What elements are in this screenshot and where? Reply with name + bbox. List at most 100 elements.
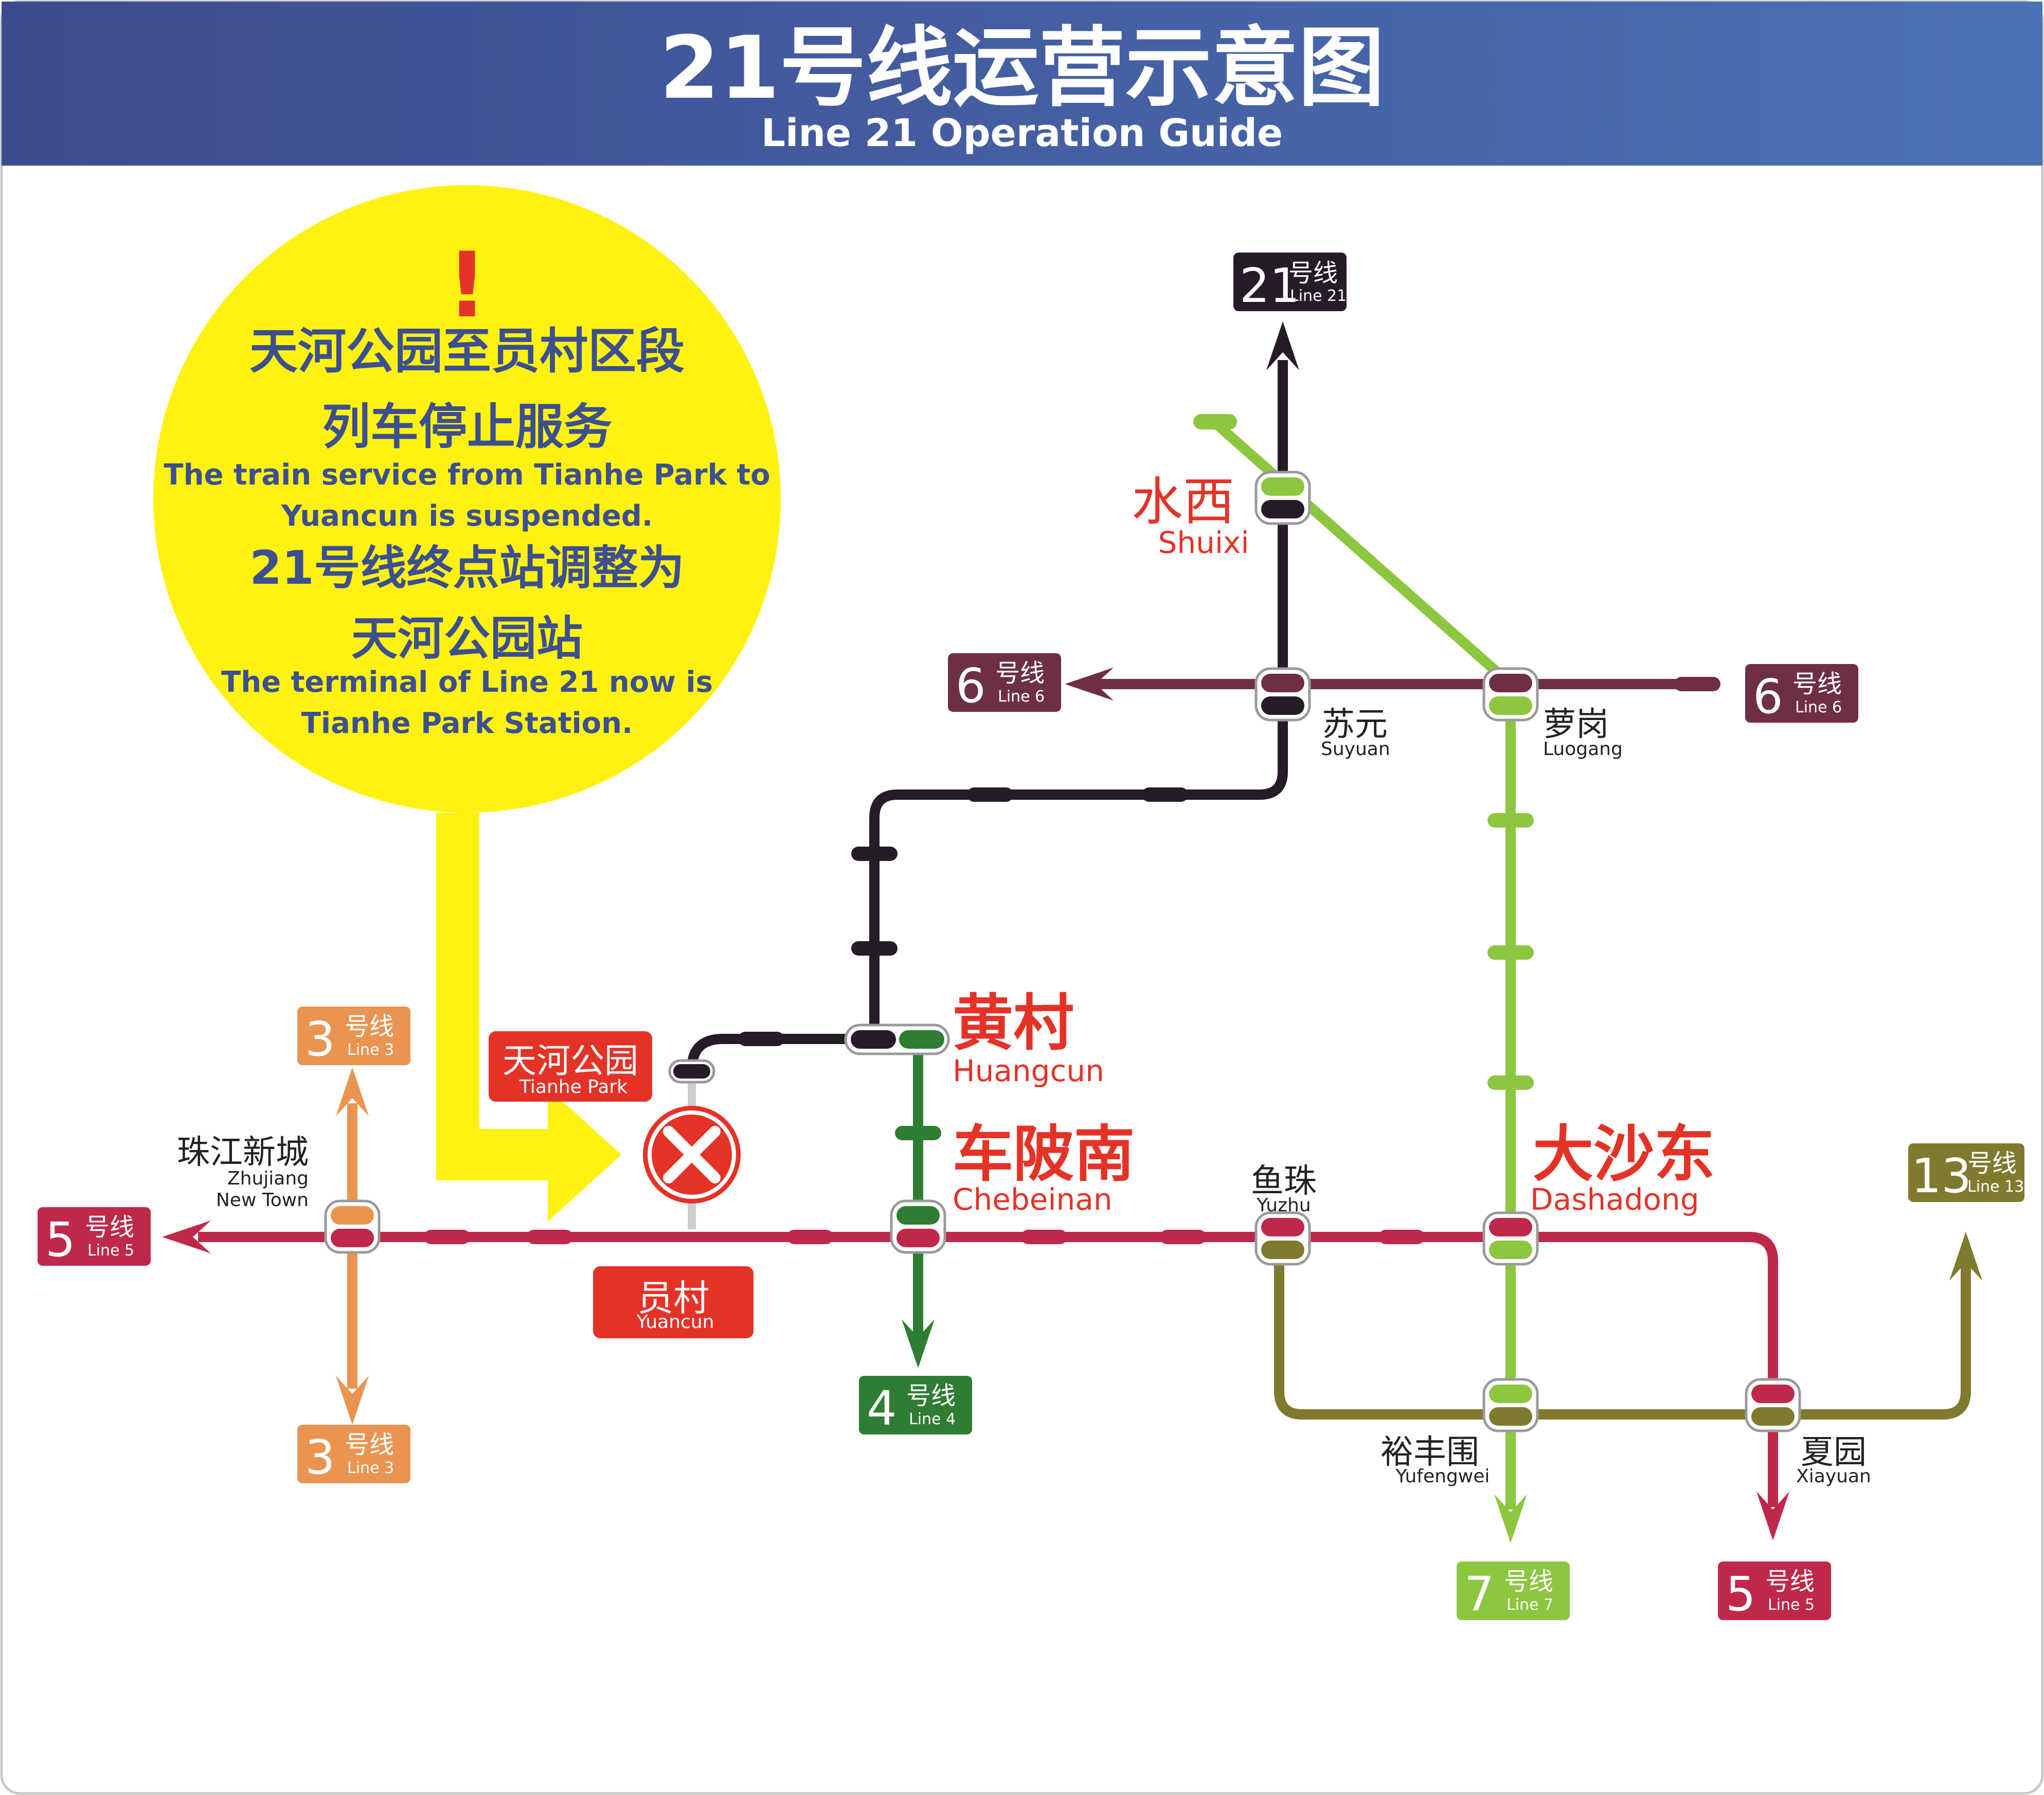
zhujiang-marker[interactable] (324, 1199, 381, 1254)
yufengwei-label-en: Yufengwei (1395, 1466, 1490, 1487)
xiayuan-label-zh: 夏园 (1801, 1433, 1867, 1471)
notice-en-line3: The terminal of Line 21 now is (221, 666, 713, 699)
notice-arrow (436, 813, 621, 1222)
line4-arrow (902, 1319, 935, 1368)
line7-arrow (1494, 1494, 1527, 1543)
line5-south-arrow (1756, 1492, 1789, 1540)
chebeinan-label-zh: 车陂南 (953, 1119, 1135, 1190)
line5-west-badge[interactable]: 5 号线 Line 5 (38, 1207, 151, 1267)
line3-north-badge[interactable]: 3 号线 Line 3 (297, 1007, 410, 1067)
line21-badge-num: 21 (1240, 258, 1300, 313)
line3-south-badge-en: Line 3 (347, 1459, 394, 1477)
notice-zh-line2: 列车停止服务 (322, 399, 612, 455)
notice-en-line4: Tianhe Park Station. (301, 707, 633, 740)
shuixi-label-zh: 水西 (1132, 472, 1234, 532)
xiayuan-label-en: Xiayuan (1796, 1466, 1871, 1487)
line4-badge-num: 4 (867, 1381, 897, 1436)
line7-badge-num: 7 (1464, 1567, 1495, 1622)
exclamation-icon: ! (446, 234, 488, 338)
line3-north-arrow (336, 1067, 369, 1116)
line3-north-badge-zh: 号线 (345, 1012, 394, 1041)
yuzhu-label-en: Yuzhu (1256, 1195, 1311, 1216)
dashadong-marker[interactable] (1482, 1211, 1539, 1266)
line3-south-badge[interactable]: 3 号线 Line 3 (297, 1425, 410, 1485)
line7-badge-zh: 号线 (1504, 1567, 1553, 1596)
line6-west-badge-en: Line 6 (998, 688, 1045, 706)
page-title: 21号线运营示意图 (659, 17, 1385, 118)
notice-zh-line1: 天河公园至员村区段 (249, 324, 685, 380)
line6-west-badge-zh: 号线 (995, 659, 1045, 688)
suspension-notice: ! 天河公园至员村区段 列车停止服务 The train service fro… (153, 185, 781, 1222)
line6-west-arrow (1065, 668, 1114, 701)
line6-east-badge-zh: 号线 (1792, 670, 1842, 698)
line3-south-badge-zh: 号线 (345, 1430, 394, 1459)
huangcun-label-en: Huangcun (953, 1053, 1104, 1088)
line7-badge-en: Line 7 (1507, 1596, 1553, 1614)
xiayuan-marker[interactable] (1745, 1378, 1801, 1432)
line5-south-badge[interactable]: 5 号线 Line 5 (1718, 1561, 1831, 1622)
line5-south-badge-zh: 号线 (1765, 1567, 1815, 1596)
line6-east-badge-num: 6 (1753, 669, 1783, 724)
close-circle-icon (643, 1106, 741, 1204)
luogang-label-en: Luogang (1543, 739, 1623, 760)
tianhe-park-tag: 天河公园 Tianhe Park (489, 1031, 652, 1102)
huangcun-label-zh: 黄村 (953, 988, 1074, 1058)
yuancun-label-en: Yuancun (636, 1312, 714, 1333)
suyuan-marker[interactable] (1254, 667, 1311, 722)
line13-badge-en: Line 13 (1967, 1178, 2024, 1196)
tianhe-park-marker[interactable] (668, 1059, 715, 1084)
header-bar (2, 2, 2042, 166)
station-markers (324, 471, 1801, 1432)
line21-badge[interactable]: 21 号线 Line 21 (1233, 253, 1347, 313)
yuancun-tag: 员村 Yuancun (593, 1266, 754, 1338)
shuixi-marker[interactable] (1254, 471, 1311, 525)
line6-east-badge[interactable]: 6 号线 Line 6 (1745, 664, 1858, 724)
notice-en-line1: The train service from Tianhe Park to (164, 458, 770, 492)
header: 21号线运营示意图 Line 21 Operation Guide (2, 2, 2042, 166)
line6-west-badge-num: 6 (956, 658, 986, 713)
zhujiang-label-en2: New Town (216, 1190, 309, 1211)
line21-badge-en: Line 21 (1290, 287, 1347, 305)
yuzhu-label-zh: 鱼珠 (1251, 1162, 1317, 1200)
luogang-marker[interactable] (1482, 667, 1539, 722)
tianhe-park-label-zh: 天河公园 (503, 1041, 638, 1081)
line5-west-arrow (162, 1220, 211, 1253)
line13-arrow (1949, 1232, 1982, 1281)
suyuan-label-en: Suyuan (1321, 739, 1390, 760)
line13-badge-zh: 号线 (1967, 1149, 2017, 1178)
line21-badge-zh: 号线 (1288, 259, 1338, 288)
line4-badge-zh: 号线 (906, 1381, 956, 1410)
line3-north-badge-en: Line 3 (347, 1041, 394, 1059)
line5-west-badge-num: 5 (45, 1212, 76, 1267)
notice-en-line2: Yuancun is suspended. (281, 499, 653, 533)
shuixi-label-en: Shuixi (1158, 525, 1249, 560)
line5-south-badge-num: 5 (1726, 1567, 1756, 1622)
line3-south-badge-num: 3 (305, 1430, 335, 1485)
yufengwei-marker[interactable] (1482, 1378, 1539, 1432)
chebeinan-marker[interactable] (890, 1199, 946, 1254)
line4-badge[interactable]: 4 号线 Line 4 (859, 1376, 972, 1436)
notice-zh-line3: 21号线终点站调整为 (249, 541, 684, 595)
zhujiang-label-en1: Zhujiang (227, 1168, 309, 1189)
line6-east-badge-en: Line 6 (1795, 698, 1842, 716)
line13-badge-num: 13 (1911, 1148, 1971, 1204)
station-labels: 水西 Shuixi 苏元 Suyuan 萝岗 Luogang 黄村 Huangc… (177, 472, 1871, 1487)
line7-badge[interactable]: 7 号线 Line 7 (1457, 1561, 1570, 1622)
line13-route (1274, 1232, 1982, 1420)
notice-zh-line4: 天河公园站 (351, 612, 583, 666)
line6-west-badge[interactable]: 6 号线 Line 6 (948, 653, 1061, 713)
line13-badge[interactable]: 13 号线 Line 13 (1908, 1143, 2024, 1204)
zhujiang-label-zh: 珠江新城 (177, 1134, 309, 1172)
yuancun-label-zh: 员村 (637, 1277, 709, 1319)
line6-route (1065, 668, 1720, 701)
huangcun-marker[interactable] (844, 1024, 950, 1055)
line4-badge-en: Line 4 (909, 1410, 956, 1428)
line5-west-badge-zh: 号线 (85, 1213, 134, 1242)
line7-route (1193, 414, 1534, 1543)
luogang-label-zh: 萝岗 (1543, 706, 1609, 744)
notice-bubble (153, 185, 781, 813)
line5-west-badge-en: Line 5 (87, 1242, 134, 1260)
yuzhu-marker[interactable] (1254, 1211, 1311, 1266)
dashadong-label-zh: 大沙东 (1533, 1119, 1715, 1190)
